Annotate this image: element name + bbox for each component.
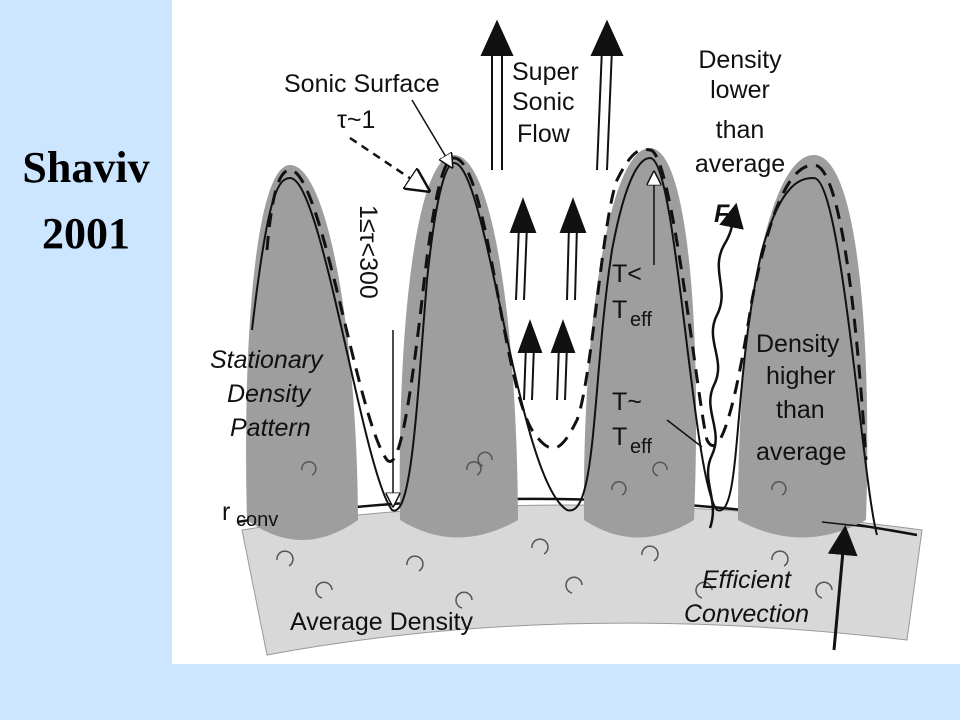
flux-wavy-arrow bbox=[706, 202, 744, 529]
density-higher-label-4: average bbox=[756, 438, 846, 466]
density-higher-label-1: Density bbox=[756, 330, 840, 358]
density-plume-4 bbox=[737, 155, 868, 538]
density-higher-label-2: higher bbox=[766, 362, 836, 390]
convection-diagram: Sonic Surface τ~1 Super Sonic Flow Densi… bbox=[210, 19, 923, 656]
r-conv-label: r bbox=[222, 498, 230, 526]
sonic-surface-dashed bbox=[265, 147, 868, 463]
sonic-surface-label: Sonic Surface bbox=[284, 70, 440, 98]
density-lower-label-2: lower bbox=[710, 76, 770, 104]
t-approx-pointer bbox=[666, 419, 703, 448]
sonic-surface-pointer bbox=[411, 99, 449, 162]
supersonic-flow-arrows-low bbox=[517, 319, 576, 401]
stationary-label-3: Pattern bbox=[230, 414, 311, 442]
turbulence-curls bbox=[276, 451, 833, 609]
efficient-convection-arrow bbox=[827, 525, 858, 651]
stationary-label-2: Density bbox=[227, 380, 312, 408]
flux-label: F bbox=[714, 200, 730, 228]
eff-subscript-2: eff bbox=[630, 436, 652, 458]
t-less-label: T< bbox=[612, 260, 642, 288]
efficient-label-1: Efficient bbox=[702, 566, 792, 594]
supersonic-flow-arrows-mid bbox=[509, 197, 587, 301]
t-eff-label-2: T bbox=[612, 423, 627, 451]
r-conv-pointer bbox=[821, 521, 878, 529]
super-label: Super bbox=[512, 58, 579, 86]
sonic-label: Sonic bbox=[512, 88, 575, 116]
r-conv-subscript: conv bbox=[236, 509, 278, 531]
density-lower-label-3: than bbox=[716, 116, 765, 144]
slide-title-line1: Shaviv bbox=[22, 143, 150, 192]
tau-pointer-dashed bbox=[349, 136, 420, 185]
diagram-panel: Sonic Surface τ~1 Super Sonic Flow Densi… bbox=[172, 0, 960, 664]
density-higher-label-3: than bbox=[776, 396, 825, 424]
eff-subscript-1: eff bbox=[630, 309, 652, 331]
slide-title-line2: 2001 bbox=[42, 209, 130, 258]
efficient-label-2: Convection bbox=[684, 600, 809, 628]
tau-range-label: 1≤τ<300 bbox=[354, 205, 382, 299]
t-approx-label: T~ bbox=[612, 388, 642, 416]
density-lower-label-1: Density bbox=[698, 46, 782, 74]
tau-approx-label: τ~1 bbox=[337, 106, 375, 134]
stationary-label-1: Stationary bbox=[210, 346, 324, 374]
density-lower-label-4: average bbox=[695, 150, 785, 178]
flow-label: Flow bbox=[517, 120, 571, 148]
t-eff-label-1: T bbox=[612, 296, 627, 324]
supersonic-flow-arrows-top bbox=[480, 19, 624, 171]
average-density-label: Average Density bbox=[290, 608, 473, 636]
